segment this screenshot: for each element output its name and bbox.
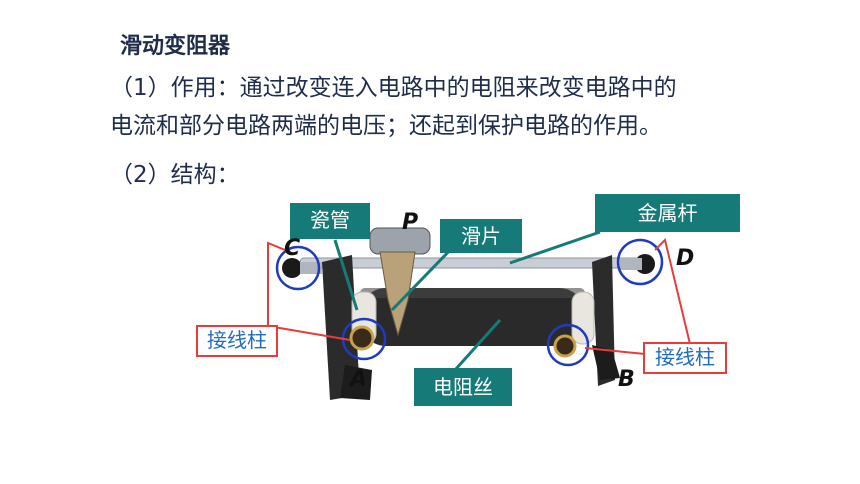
function-text-line-1: （1）作用：通过改变连入电路中的电阻来改变电路中的 bbox=[110, 75, 677, 101]
callout-metal-rod: 金属杆 bbox=[595, 194, 740, 232]
pointer-porcelain bbox=[333, 239, 359, 311]
callout-porcelain-tube: 瓷管 bbox=[290, 203, 370, 239]
letter-d: D bbox=[676, 246, 695, 271]
letter-b: B bbox=[618, 367, 635, 392]
red-line-left bbox=[267, 241, 286, 326]
slider-knob bbox=[369, 227, 431, 255]
letter-a: A bbox=[350, 367, 368, 392]
porcelain-tube-right-end bbox=[571, 291, 595, 345]
terminal-circle-c bbox=[275, 245, 321, 291]
structure-heading: （2）结构： bbox=[110, 162, 240, 188]
callout-slider: 滑片 bbox=[440, 219, 522, 253]
function-text-line-2: 电流和部分电路两端的电压；还起到保护电路的作用。 bbox=[110, 113, 662, 139]
resistance-wire-coil bbox=[360, 288, 585, 346]
pointer-metal-rod bbox=[509, 230, 601, 265]
terminal-label-left: 接线柱 bbox=[196, 325, 278, 357]
red-line-right bbox=[654, 238, 691, 345]
callout-resistance-wire: 电阻丝 bbox=[414, 368, 512, 406]
terminal-circle-d bbox=[616, 238, 664, 286]
terminal-label-right: 接线柱 bbox=[643, 342, 727, 374]
pointer-slider bbox=[390, 243, 457, 312]
letter-c: C bbox=[284, 236, 301, 261]
letter-p: P bbox=[402, 210, 419, 235]
terminal-circle-b bbox=[546, 323, 590, 367]
page-title: 滑动变阻器 bbox=[120, 34, 231, 59]
slider-arm bbox=[379, 251, 416, 337]
pointer-wire bbox=[453, 318, 502, 372]
